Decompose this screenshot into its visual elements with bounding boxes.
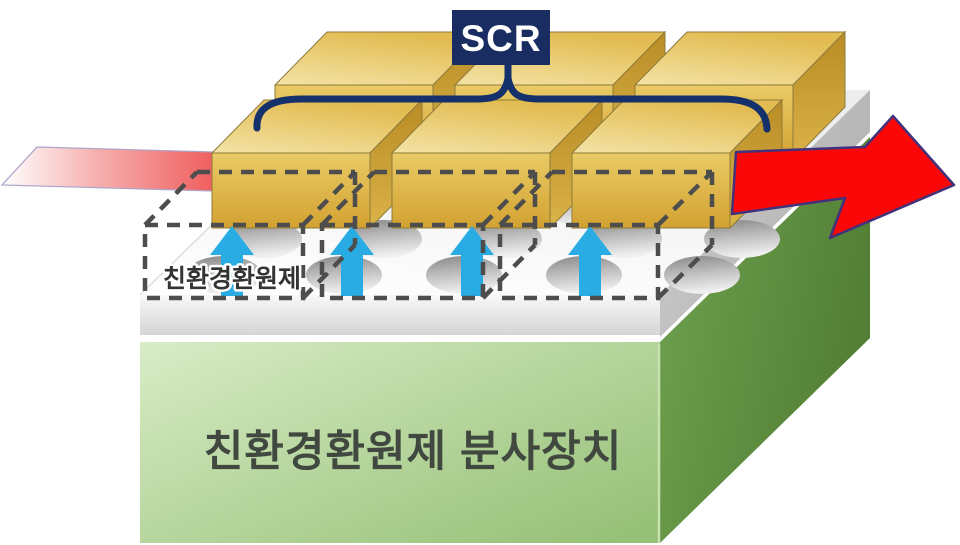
injector-device-label: 친환경환원제 분사장치 [204,428,623,476]
reductant-label: 친환경환원제 [163,265,301,293]
injector-base [140,137,870,543]
block-front-face [211,152,371,229]
block-front-face [391,152,551,229]
reductant-up-arrows [210,226,612,296]
reductant-spray-up-arrow-icon [568,226,612,296]
zone-depth-edge-bottom-right [301,243,357,300]
block-front-face [571,152,731,229]
zone-depth-edge-top-right [656,170,714,227]
scr-label-box [452,10,550,65]
reductant-spray-up-arrow-icon [330,226,374,296]
zone-depth-edge-top-left [498,170,554,227]
reductant-spray-up-arrow-icon [210,226,254,296]
injection-zone-wireframe [142,169,358,301]
zone-depth-edge-bottom-right [481,243,537,300]
gas-outlet-flow-arrow [730,114,956,240]
zone-depth-edge-top-left [143,170,199,227]
base-right-face [660,137,870,543]
platform-front-face [140,295,660,335]
grouping-brace-icon [253,59,771,133]
gas-inlet-flow-arrow [0,146,214,192]
zone-front-face-outline [319,222,486,301]
base-front-face [140,342,660,543]
zone-depth-edge-bottom-right [656,243,714,300]
injection-hole [704,220,780,258]
injection-hole [664,256,740,294]
injection-zone-wireframes [142,169,715,301]
injection-zone-wireframe [497,169,715,301]
zone-depth-edge-top-right [481,170,537,227]
zone-depth-edge-top-left [320,170,376,227]
zone-depth-edge-top-right [301,170,357,227]
injection-zone-wireframe [319,169,538,301]
catalyst-blocks-front-row [210,98,784,230]
scr-label-text: SCR [460,18,541,59]
